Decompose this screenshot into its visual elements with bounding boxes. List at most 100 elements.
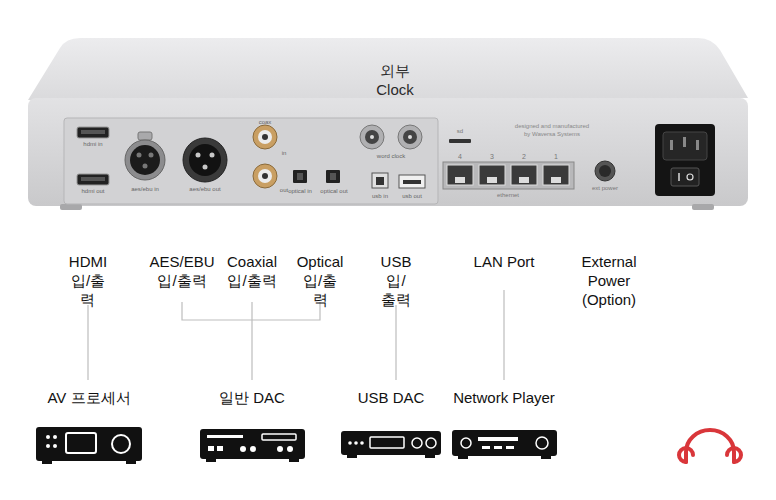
ethernet-port (543, 165, 569, 185)
xlr-insert (130, 145, 160, 175)
port-label: optical out (320, 188, 347, 196)
power-inlet (655, 124, 715, 196)
interface-label: USB 입/출력 (381, 253, 412, 309)
rca-insulator (258, 130, 272, 144)
usb-dac-icon (341, 431, 441, 458)
foot (60, 204, 82, 210)
port-number: 3 (490, 153, 494, 162)
bnc-insert (365, 130, 379, 144)
logo (679, 430, 741, 462)
usb-a-port (399, 175, 425, 188)
logo-cup (727, 448, 741, 462)
rca-pin (262, 134, 268, 140)
icon-foot (206, 459, 216, 462)
bnc-ports (360, 125, 422, 149)
xlr-hole (149, 153, 154, 158)
leader-line (503, 290, 504, 380)
icon-dot (46, 435, 50, 439)
icon-foot (458, 456, 468, 459)
port-label: usb in (372, 193, 388, 201)
port-number: 4 (458, 153, 462, 162)
hdmi-ports (77, 127, 109, 185)
icon-foot (126, 461, 136, 464)
leader-lines (88, 290, 504, 380)
icon-knob (536, 437, 548, 449)
icon-body (36, 427, 142, 461)
icon-dot (354, 441, 358, 445)
interface-label: LAN Port (474, 253, 535, 272)
maker-note: by Waversa Systems (524, 131, 580, 139)
inset-plate (64, 118, 438, 204)
inlet-socket (663, 132, 707, 160)
optical-port (293, 170, 307, 183)
sd-slot (449, 139, 471, 143)
usb-ports (372, 173, 425, 188)
xlr-male (183, 138, 227, 182)
port-label: sd (457, 128, 463, 136)
hdmi-pins (81, 130, 105, 134)
icon-button (482, 446, 490, 449)
leader-line (395, 305, 396, 380)
icon-knob (412, 438, 422, 448)
logo-band (686, 430, 734, 462)
icon-foot (289, 459, 299, 462)
ethernet-frame (443, 162, 574, 189)
icon-body (452, 430, 557, 456)
icon-dot (46, 444, 50, 448)
xlr-hole (143, 164, 148, 169)
inlet-pin (683, 137, 686, 147)
inlet-pin (670, 140, 673, 150)
top-surface (28, 38, 748, 100)
network-player-icon (452, 430, 557, 459)
rear-face (28, 98, 748, 206)
device-node: USB DAC (336, 388, 446, 460)
usb-a-insert (403, 180, 421, 184)
bnc-pin (408, 135, 412, 139)
bnc-jack (398, 125, 422, 149)
icon-button (217, 446, 223, 451)
icon-dot (53, 435, 57, 439)
power-switch (671, 168, 699, 186)
inlet-body (655, 124, 715, 196)
ethernet-port (447, 165, 473, 185)
icon-dot (277, 446, 283, 452)
icon-display (262, 434, 296, 440)
xlr-ports (125, 132, 227, 182)
port-label: hdmi out (81, 188, 104, 196)
device-label: AV 프로세서 (34, 388, 144, 407)
device-label: Network Player (448, 388, 560, 407)
port-number: 1 (554, 153, 558, 162)
icon-foot (347, 455, 357, 458)
av-processor-icon (36, 427, 142, 464)
ethernet-notch (519, 177, 529, 183)
port-label: aes/ebu in (131, 186, 159, 194)
rca-insulator (258, 169, 272, 183)
port-label: ext power (592, 185, 618, 193)
icon-dot (250, 446, 256, 452)
port-label: hdmi in (83, 141, 102, 149)
hdmi-port (77, 174, 109, 185)
device-node: Network Player (448, 388, 560, 461)
xlr-latch (138, 132, 152, 140)
xlr-hole (137, 153, 142, 158)
xlr-female (125, 140, 165, 180)
icon-dot (348, 441, 352, 445)
optical-window (297, 173, 303, 180)
ext-power-jack (595, 161, 615, 181)
hdmi-port (77, 127, 109, 138)
device-housing (28, 38, 748, 210)
overlay-label: 외부 Clock (376, 62, 414, 100)
port-label: optical in (288, 188, 312, 196)
icon-body (200, 429, 305, 459)
icon-foot (425, 455, 435, 458)
icon-knob (426, 438, 436, 448)
rca-jack (253, 164, 277, 188)
icon-body (341, 431, 441, 455)
rca-pin (262, 173, 268, 179)
bnc-insert (403, 130, 417, 144)
xlr-insert (189, 144, 221, 176)
port-label: out (280, 187, 288, 195)
interface-label: AES/EBU 입/출력 (149, 253, 214, 291)
interface-label: Optical 입/출력 (297, 253, 344, 309)
bnc-jack (360, 125, 384, 149)
